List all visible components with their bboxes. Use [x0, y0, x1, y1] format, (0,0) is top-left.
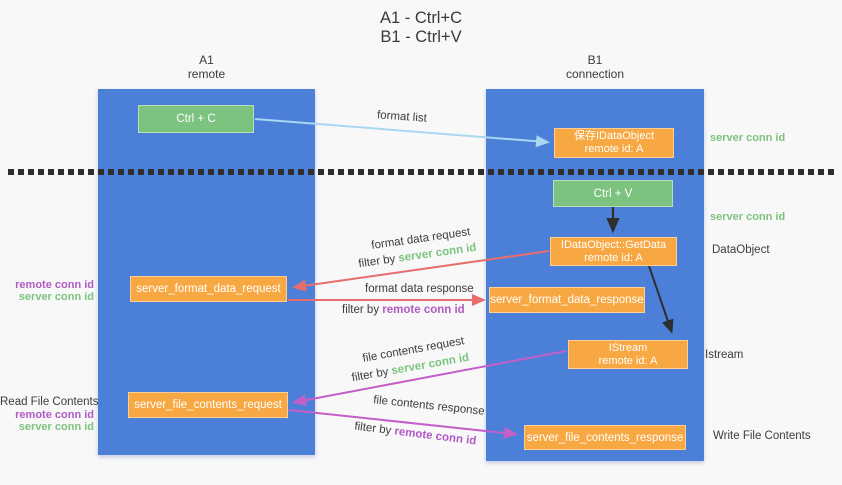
istream-title: IStream	[608, 341, 648, 354]
getdata-remote-id: remote id: A	[584, 251, 643, 264]
lifeline-a1-role: remote	[187, 67, 226, 81]
server-conn-id-label-format: server conn id	[18, 290, 94, 303]
title-line-b1: B1 - Ctrl+V	[380, 28, 462, 46]
remote-conn-id-label-format: remote conn id	[15, 279, 94, 291]
title-line-a1: A1 - Ctrl+C	[379, 9, 463, 27]
lifeline-header-b1: B1 connection	[486, 53, 704, 81]
istream-remote-id: remote id: A	[598, 354, 658, 367]
remote-conn-id-highlight: remote conn id	[393, 425, 477, 448]
istream-side-label: Istream	[705, 349, 744, 361]
getdata-title: IDataObject::GetData	[560, 238, 667, 251]
read-file-contents-label: Read File Contents	[0, 396, 99, 408]
lifeline-b1-name: B1	[587, 53, 603, 67]
server-format-data-request-node: server_format_data_request	[130, 276, 287, 302]
file-conn-id-labels: remote conn id server conn id	[0, 409, 94, 433]
lifeline-a1-name: A1	[199, 53, 214, 67]
write-file-contents-label: Write File Contents	[713, 430, 811, 442]
remote-conn-id-highlight: remote conn id	[382, 304, 465, 316]
format-conn-id-labels: remote conn id server conn id	[0, 279, 94, 303]
server-file-contents-response-node: server_file_contents_response	[524, 425, 686, 450]
file-contents-response-label: file contents response	[372, 394, 486, 418]
format-data-response-filter-label: filter by remote conn id	[342, 304, 465, 316]
save-idataobject-title: 保存IDataObject	[573, 130, 655, 142]
server-file-contents-request-node: server_file_contents_request	[128, 392, 288, 418]
server-conn-id-label-file: server conn id	[18, 420, 94, 433]
format-data-response-label: format data response	[365, 283, 474, 295]
save-idataobject-remote-id: remote id: A	[584, 143, 644, 155]
remote-conn-id-label-file: remote conn id	[15, 409, 94, 421]
lifeline-header-a1: A1 remote	[98, 53, 315, 81]
save-idataobject-node: 保存IDataObject remote id: A	[554, 128, 674, 158]
phase-separator-dotted-line	[8, 169, 836, 175]
format-list-label: format list	[376, 109, 428, 125]
server-conn-id-label-mid: server conn id	[710, 211, 786, 223]
diagram-title: A1 - Ctrl+C B1 - Ctrl+V	[0, 9, 842, 47]
dataobject-label: DataObject	[712, 244, 770, 256]
server-format-data-response-node: server_format_data_response	[489, 287, 645, 313]
idataobject-getdata-node: IDataObject::GetData remote id: A	[550, 237, 677, 266]
istream-node: IStream remote id: A	[568, 340, 688, 369]
lifeline-b1-role: connection	[565, 67, 625, 81]
file-contents-response-filter-label: filter by remote conn id	[353, 420, 477, 448]
server-conn-id-label-top: server conn id	[710, 132, 786, 144]
ctrl-v-node: Ctrl + V	[553, 180, 673, 207]
ctrl-c-node: Ctrl + C	[138, 105, 254, 133]
